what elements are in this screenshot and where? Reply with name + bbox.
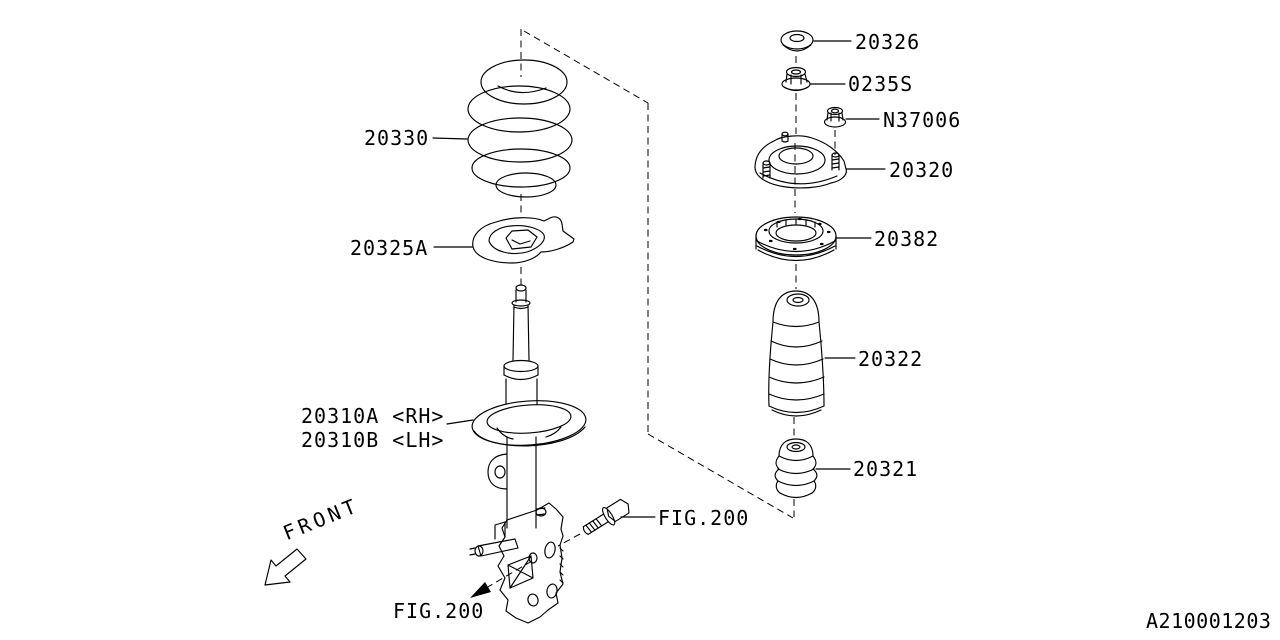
- mount-nut-drawing: [823, 106, 847, 128]
- strut-nut-drawing: [781, 66, 811, 92]
- dust-cover-drawing: [768, 290, 825, 417]
- drawing-code: A210001203: [1146, 609, 1272, 633]
- clamp-bolt-drawing: [582, 498, 630, 535]
- bearing-drawing: [755, 216, 837, 262]
- spring-seat-drawing: [472, 216, 575, 264]
- helper-rubber-drawing: [774, 438, 818, 499]
- fig-reference-arrow: [470, 560, 533, 598]
- strut-mount-drawing: [754, 131, 847, 189]
- strut-drawing: [471, 284, 587, 529]
- label-flange-nut[interactable]: N37006: [883, 108, 962, 132]
- label-bearing[interactable]: 20382: [874, 227, 940, 251]
- knuckle-bracket-drawing: [469, 502, 564, 624]
- coil-spring-drawing: [467, 59, 573, 198]
- label-spring-seat[interactable]: 20325A: [350, 236, 429, 260]
- label-fig200-knuckle[interactable]: FIG.200: [393, 599, 485, 623]
- label-self-locking-nut[interactable]: 0235S: [848, 72, 914, 96]
- label-helper-rubber[interactable]: 20321: [853, 457, 919, 481]
- front-arrow: [264, 548, 307, 586]
- center-lines: [520, 29, 836, 547]
- label-strut-mount[interactable]: 20320: [889, 158, 955, 182]
- label-dust-cover[interactable]: 20322: [858, 347, 924, 371]
- dust-cap-drawing: [780, 30, 814, 52]
- label-coil-spring[interactable]: 20330: [364, 126, 430, 150]
- label-strut-lh[interactable]: 20310B <LH>: [301, 428, 445, 452]
- label-dust-cap[interactable]: 20326: [855, 30, 921, 54]
- label-strut-rh[interactable]: 20310A <RH>: [301, 404, 445, 428]
- leader-lines: [432, 40, 886, 518]
- label-fig200-bolt[interactable]: FIG.200: [658, 506, 750, 530]
